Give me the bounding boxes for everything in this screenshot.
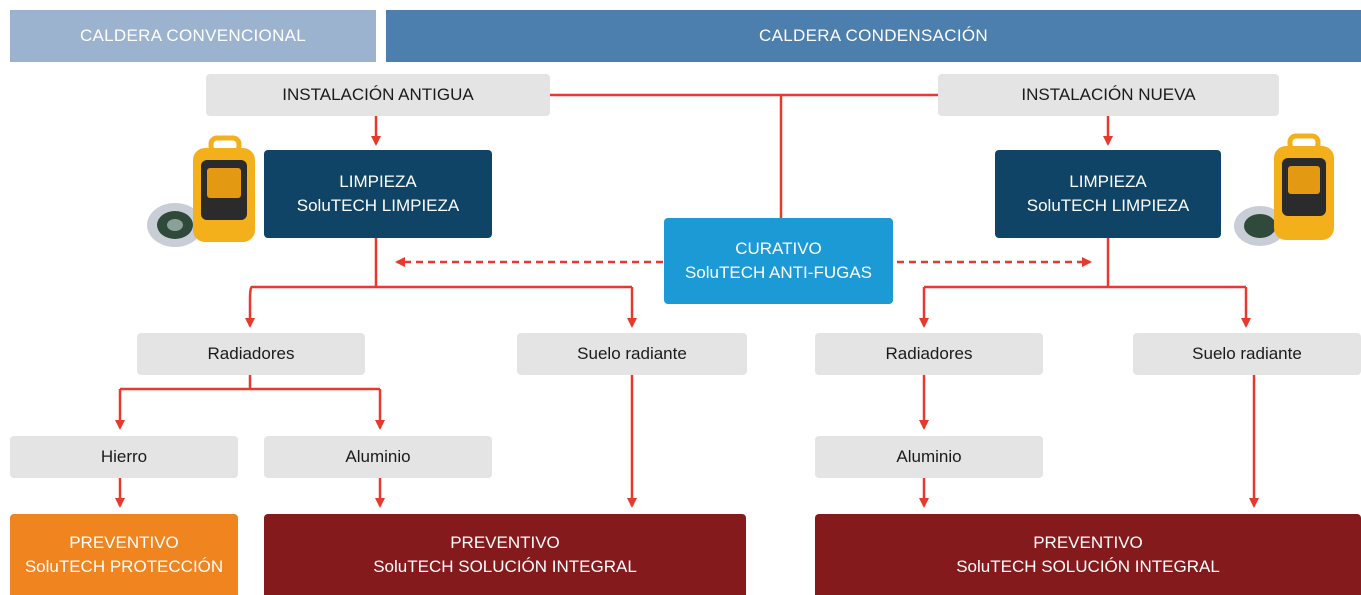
cleaning-kit-image-right — [1234, 133, 1334, 246]
install-new-box: INSTALACIÓN NUEVA — [938, 74, 1279, 116]
cleaning-left-title: LIMPIEZA — [339, 172, 417, 191]
connector-left-radiators-split — [120, 375, 380, 391]
cleaning-right-title: LIMPIEZA — [1069, 172, 1147, 191]
right-aluminium-box: Aluminio — [815, 436, 1043, 478]
cleaning-right-product: SoluTECH LIMPIEZA — [1026, 196, 1190, 215]
header-conventional-boiler: CALDERA CONVENCIONAL — [10, 10, 376, 62]
connector-right-split — [924, 238, 1246, 289]
cleaning-box-right: LIMPIEZA SoluTECH LIMPIEZA — [995, 150, 1221, 238]
preventive-integral-left-title: PREVENTIVO — [450, 532, 560, 552]
cleaning-left-product: SoluTECH LIMPIEZA — [296, 196, 460, 215]
header-condensing-boiler: CALDERA CONDENSACIÓN — [386, 10, 1361, 62]
preventive-protection-product: SoluTECH PROTECCIÓN — [24, 556, 224, 576]
preventive-protection-box: PREVENTIVO SoluTECH PROTECCIÓN — [10, 514, 238, 595]
preventive-protection-title: PREVENTIVO — [69, 532, 179, 552]
preventive-integral-right-title: PREVENTIVO — [1033, 532, 1143, 552]
curative-box: CURATIVO SoluTECH ANTI-FUGAS — [664, 218, 893, 304]
left-aluminium-box: Aluminio — [264, 436, 492, 478]
left-floor-heating-box: Suelo radiante — [517, 333, 747, 375]
connector-left-split — [252, 238, 632, 289]
preventive-integral-right-box: PREVENTIVO SoluTECH SOLUCIÓN INTEGRAL — [815, 514, 1361, 595]
preventive-integral-left-product: SoluTECH SOLUCIÓN INTEGRAL — [373, 556, 637, 576]
right-floor-heating-box: Suelo radiante — [1133, 333, 1361, 375]
iron-box: Hierro — [10, 436, 238, 478]
right-radiators-box: Radiadores — [815, 333, 1043, 375]
curative-title: CURATIVO — [735, 239, 822, 258]
install-old-box: INSTALACIÓN ANTIGUA — [206, 74, 550, 116]
preventive-integral-left-box: PREVENTIVO SoluTECH SOLUCIÓN INTEGRAL — [264, 514, 746, 595]
left-radiators-box: Radiadores — [137, 333, 365, 375]
cleaning-box-left: LIMPIEZA SoluTECH LIMPIEZA — [264, 150, 492, 238]
curative-product: SoluTECH ANTI-FUGAS — [684, 263, 873, 282]
arrow-left-radiators — [245, 285, 255, 328]
cleaning-kit-image-left — [147, 135, 255, 247]
preventive-integral-right-product: SoluTECH SOLUCIÓN INTEGRAL — [956, 556, 1220, 576]
